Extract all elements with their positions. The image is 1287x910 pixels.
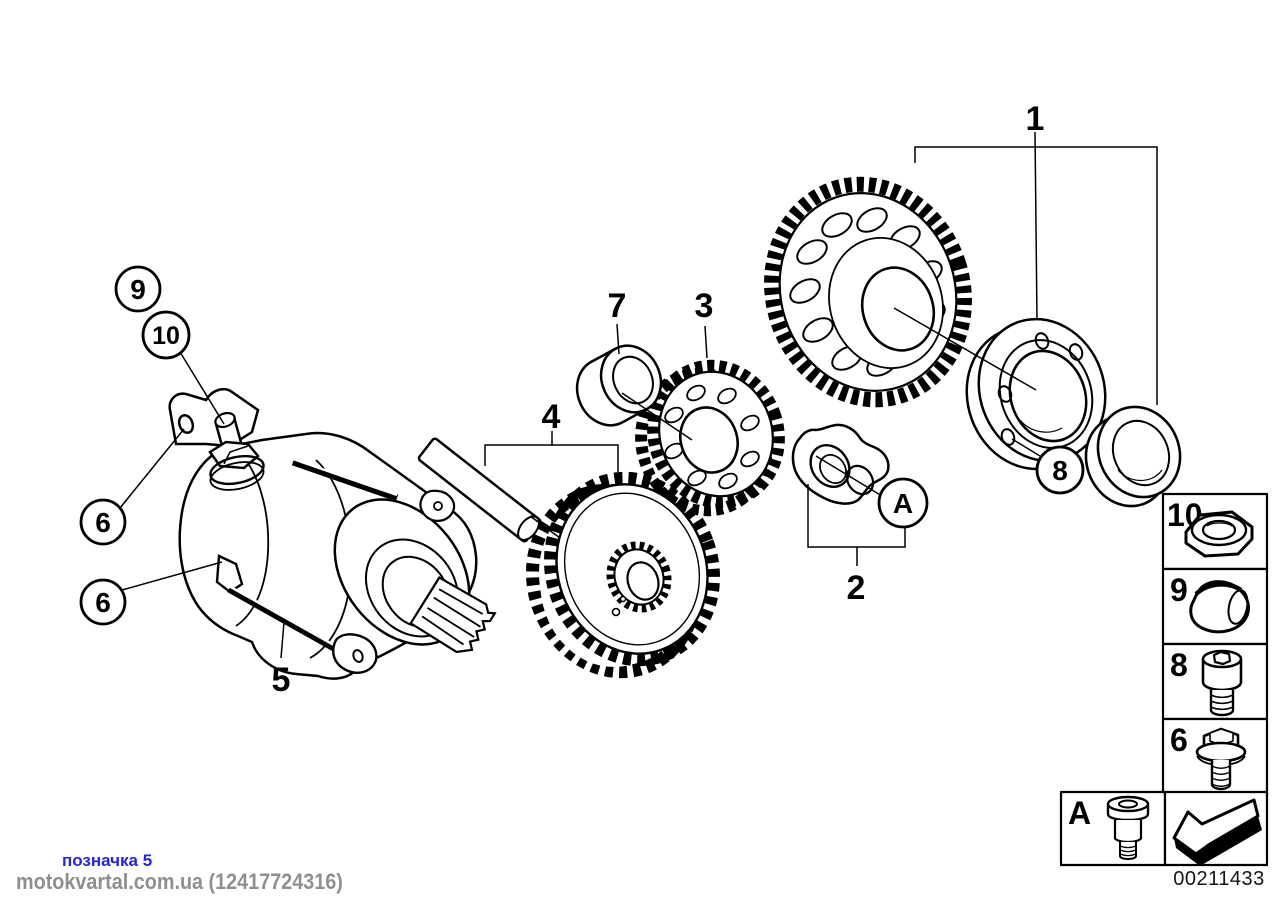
clutch-hub-piece — [791, 423, 890, 505]
bracket-label-4 — [484, 444, 619, 472]
label-1[interactable]: 1 — [1026, 100, 1045, 138]
sidebar-cell-arrow[interactable] — [1163, 790, 1269, 867]
callout-9[interactable]: 9 — [114, 265, 162, 313]
svg-text:8: 8 — [1052, 455, 1068, 486]
callout-6b[interactable]: 6 — [79, 578, 127, 626]
motor-bracket-ear-hole — [177, 414, 195, 434]
motor-front-ear — [419, 489, 456, 522]
motor-terminal-stud — [208, 411, 265, 491]
shaft-seal-ring — [1084, 405, 1182, 508]
motor-splined-shaft — [409, 576, 497, 654]
leader-callout-6b — [121, 561, 223, 591]
bearing-flange — [965, 317, 1107, 471]
sidebar-cell-10[interactable]: 10 — [1161, 492, 1269, 571]
sidebar-label-6: 6 — [1170, 722, 1188, 758]
bushing — [575, 344, 663, 427]
svg-text:6: 6 — [95, 587, 111, 618]
label-7[interactable]: 7 — [608, 287, 627, 325]
callout-8[interactable]: 8 — [1035, 445, 1085, 495]
callout-A[interactable]: A — [877, 477, 929, 529]
motor-bottom-ear — [332, 633, 378, 674]
direction-arrow-icon — [1172, 798, 1262, 866]
tapered-cap-icon — [1189, 580, 1250, 634]
leader-callout-A — [815, 455, 883, 497]
leader-callout-6a — [119, 428, 185, 509]
leader-label-7 — [616, 323, 620, 355]
sidebar-label-9: 9 — [1170, 572, 1188, 608]
leader-pin-axis — [529, 515, 561, 539]
label-4[interactable]: 4 — [542, 398, 561, 436]
clutch-driven-gear — [526, 471, 720, 679]
bracket-label-1 — [914, 146, 1158, 405]
leader-lines — [119, 131, 1158, 659]
svg-text:10: 10 — [152, 322, 180, 350]
callout-6a[interactable]: 6 — [79, 498, 127, 546]
svg-text:A: A — [893, 488, 913, 519]
idler-gear — [635, 359, 785, 517]
sidebar-legend: 10 9 8 — [1059, 492, 1269, 867]
sidebar-cell-9[interactable]: 9 — [1161, 567, 1269, 646]
leader-callout-8 — [1011, 438, 1041, 457]
leader-label-3 — [704, 325, 708, 359]
leader-bushing-axis — [621, 392, 693, 441]
sidebar-cell-6[interactable]: 6 — [1161, 717, 1269, 796]
pivot-pin — [417, 437, 542, 543]
leader-label-5 — [280, 621, 285, 659]
sidebar-label-8: 8 — [1170, 647, 1188, 683]
sidebar-cell-A[interactable]: A — [1059, 790, 1167, 867]
shoulder-screw-icon — [1106, 795, 1150, 860]
starter-clutch-sprocket — [764, 176, 972, 408]
blue-annotation-text: позначка 5 — [62, 851, 153, 870]
motor-lower-lug — [215, 554, 244, 594]
part-labels: 1 2 3 4 5 7 — [272, 100, 1045, 699]
svg-text:9: 9 — [130, 274, 146, 305]
leader-sprocket-axis — [893, 307, 1037, 391]
label-2[interactable]: 2 — [847, 569, 866, 607]
flange-bolt-icon — [1195, 727, 1247, 791]
hex-nut-icon — [1184, 510, 1254, 558]
svg-text:6: 6 — [95, 507, 111, 538]
sidebar-label-A: A — [1068, 795, 1091, 831]
watermark-text: motokvartal.com.ua (12417724316) — [16, 869, 343, 894]
starter-motor — [168, 388, 497, 680]
circled-callouts: 9 10 6 6 A 8 — [79, 265, 1085, 626]
label-3[interactable]: 3 — [695, 287, 714, 325]
diagram-part-number: 00211433 — [1173, 868, 1265, 890]
callout-10[interactable]: 10 — [141, 310, 191, 360]
label-5[interactable]: 5 — [272, 661, 291, 699]
leader-callout-10 — [179, 351, 225, 425]
socket-head-screw-icon — [1201, 649, 1243, 717]
sidebar-cell-8[interactable]: 8 — [1161, 642, 1269, 721]
